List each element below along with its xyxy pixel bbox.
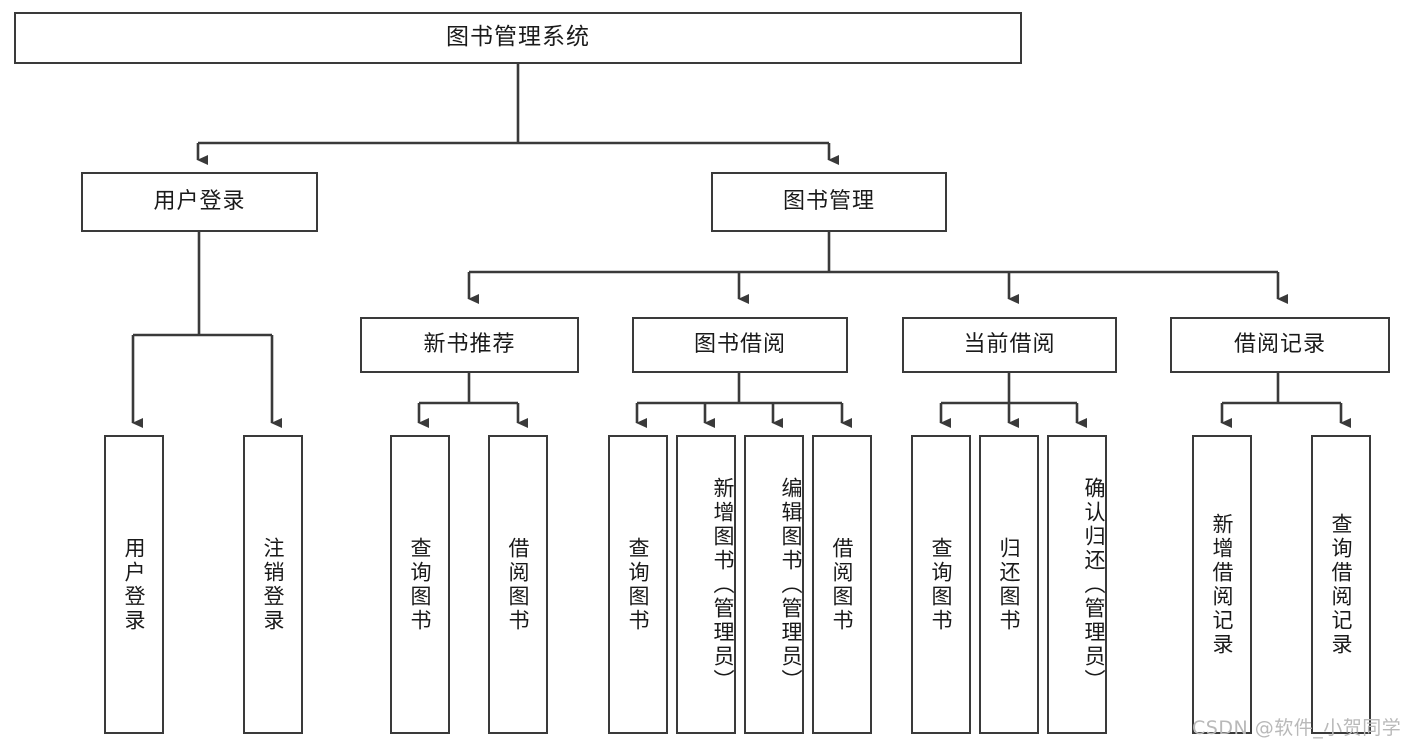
node-label: 编辑图书（管理员）: [779, 476, 803, 693]
node-label: 图书管理: [782, 188, 875, 214]
node-label: 确认归还（管理员）: [1082, 476, 1106, 693]
node-book-management[interactable]: 图书管理: [711, 172, 947, 232]
leaf-query-book-recommend[interactable]: 查询图书: [390, 435, 450, 734]
node-label: 图书管理系统: [446, 24, 590, 51]
leaf-query-borrow-record[interactable]: 查询借阅记录: [1311, 435, 1371, 734]
leaf-logout[interactable]: 注销登录: [243, 435, 303, 734]
leaf-query-book-current[interactable]: 查询图书: [911, 435, 971, 734]
node-label: 查询图书: [408, 536, 433, 633]
node-label: 用户登录: [122, 536, 147, 633]
leaf-borrow-book-recommend[interactable]: 借阅图书: [488, 435, 548, 734]
node-user-login[interactable]: 用户登录: [81, 172, 318, 232]
node-label: 归还图书: [997, 536, 1022, 633]
node-label: 新增图书（管理员）: [711, 476, 735, 693]
node-label: 借阅图书: [830, 536, 855, 633]
node-label: 查询图书: [626, 536, 651, 633]
leaf-add-book-admin[interactable]: 新增图书（管理员）: [676, 435, 736, 734]
node-label: 图书借阅: [693, 331, 786, 357]
node-label: 查询借阅记录: [1329, 512, 1354, 657]
node-current-borrow[interactable]: 当前借阅: [902, 317, 1117, 373]
leaf-user-login[interactable]: 用户登录: [104, 435, 164, 734]
leaf-query-book-borrow[interactable]: 查询图书: [608, 435, 668, 734]
node-label: 用户登录: [153, 188, 246, 214]
node-label: 新增借阅记录: [1210, 512, 1235, 657]
node-label: 查询图书: [929, 536, 954, 633]
leaf-add-borrow-record[interactable]: 新增借阅记录: [1192, 435, 1252, 734]
node-label: 借阅记录: [1233, 331, 1326, 357]
node-label: 当前借阅: [963, 331, 1056, 357]
node-label: 注销登录: [261, 536, 286, 633]
leaf-edit-book-admin[interactable]: 编辑图书（管理员）: [744, 435, 804, 734]
node-new-book-recommend[interactable]: 新书推荐: [360, 317, 579, 373]
leaf-return-book[interactable]: 归还图书: [979, 435, 1039, 734]
node-label: 借阅图书: [506, 536, 531, 633]
leaf-confirm-return-admin[interactable]: 确认归还（管理员）: [1047, 435, 1107, 734]
node-book-borrow[interactable]: 图书借阅: [632, 317, 848, 373]
csdn-watermark: CSDN @软件_小贺同学: [1192, 717, 1402, 739]
node-borrow-record[interactable]: 借阅记录: [1170, 317, 1390, 373]
node-root[interactable]: 图书管理系统: [14, 12, 1022, 64]
leaf-borrow-book[interactable]: 借阅图书: [812, 435, 872, 734]
node-label: 新书推荐: [423, 331, 516, 357]
